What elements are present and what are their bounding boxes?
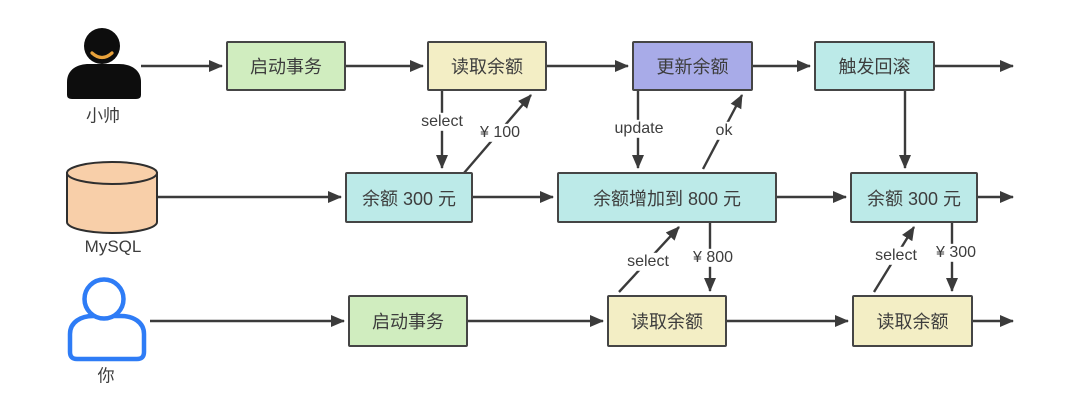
state-balance-800: 余额增加到 800 元 [557,172,777,223]
edge-label-update: update [611,119,667,139]
step-start-transaction-top: 启动事务 [226,41,346,91]
actor-label-mysql: MySQL [84,237,142,256]
person-icon-xiaoshuai [67,28,141,99]
edge-label-amount-800: ¥ 800 [689,248,737,268]
step-read-balance-bottom-2: 读取余额 [852,295,973,347]
edge-label-amount-100: ¥ 100 [476,123,524,143]
edge-label-ok: ok [712,121,736,141]
actor-label-you: 你 [97,366,115,386]
smile-icon [90,51,114,60]
step-update-balance: 更新余额 [632,41,753,91]
database-cylinder-icon [66,161,158,234]
edge-label-select-right: select [872,246,920,266]
edge-label-select-top: select [418,112,466,132]
edge-label-select-mid: select [624,252,672,272]
state-balance-300-first: 余额 300 元 [345,172,473,223]
state-balance-300-second: 余额 300 元 [850,172,978,223]
actor-label-xiaoshuai: 小帅 [86,106,120,126]
person-icon-you [67,277,147,362]
step-read-balance-top: 读取余额 [427,41,547,91]
step-trigger-rollback: 触发回滚 [814,41,935,91]
step-start-transaction-bottom: 启动事务 [348,295,468,347]
edge-label-amount-300: ¥ 300 [932,243,980,263]
step-read-balance-bottom-1: 读取余额 [607,295,727,347]
